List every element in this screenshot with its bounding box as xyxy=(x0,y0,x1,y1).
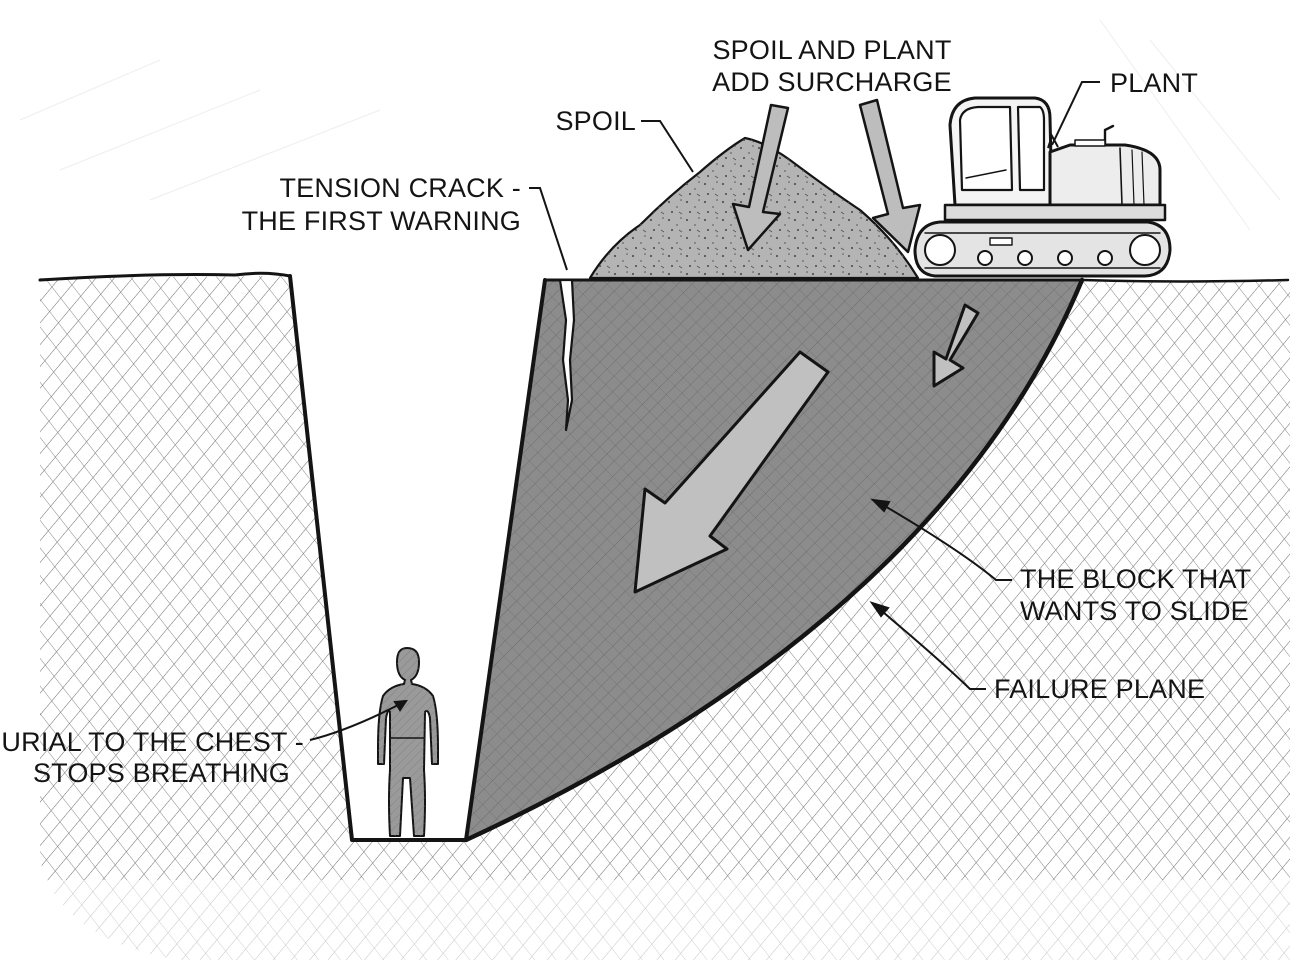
slide-arrows xyxy=(633,303,980,594)
excavator-window xyxy=(958,105,1014,192)
label-tension-line1: TENSION CRACK - xyxy=(279,173,521,203)
tension-crack xyxy=(558,278,576,432)
leader-burial xyxy=(309,702,403,741)
trench-walls xyxy=(288,274,547,842)
label-surcharge-line2: ADD SURCHARGE xyxy=(712,67,952,97)
excavator xyxy=(913,96,1172,278)
label-tension-line2: THE FIRST WARNING xyxy=(242,206,521,236)
label-burial-line2: STOPS BREATHING xyxy=(33,758,290,788)
label-block-line2: WANTS TO SLIDE xyxy=(1020,596,1249,626)
sky-sketch xyxy=(19,19,1281,231)
track-wheels xyxy=(924,234,1161,266)
label-spoil: SPOIL xyxy=(555,106,636,136)
leader-lines xyxy=(309,81,1100,741)
trench xyxy=(290,276,545,840)
leader-plant xyxy=(1051,81,1100,146)
leader-spoil xyxy=(641,120,694,173)
label-failure-plane: FAILURE PLANE xyxy=(994,674,1205,704)
surcharge-arrow-plant xyxy=(858,98,922,254)
label-surcharge-line1: SPOIL AND PLANT xyxy=(712,35,951,65)
surcharge-arrows xyxy=(731,98,922,254)
failure-plane-line xyxy=(463,277,1085,843)
leader-tension xyxy=(529,187,568,271)
label-block-line1: THE BLOCK THAT xyxy=(1020,564,1251,594)
slide-arrow-main xyxy=(633,350,830,594)
sliding-block xyxy=(466,280,1082,840)
label-plant: PLANT xyxy=(1110,68,1198,98)
leader-block xyxy=(877,501,1012,581)
surcharge-arrow-spoil xyxy=(731,103,790,252)
ground-surface xyxy=(38,271,1290,283)
slide-arrow-small xyxy=(932,303,980,388)
person-in-trench xyxy=(377,647,439,837)
leader-failure xyxy=(876,606,986,690)
label-burial-line1: BURIAL TO THE CHEST - xyxy=(0,727,304,757)
labels: SPOIL AND PLANT ADD SURCHARGE PLANT SPOI… xyxy=(0,35,1251,788)
